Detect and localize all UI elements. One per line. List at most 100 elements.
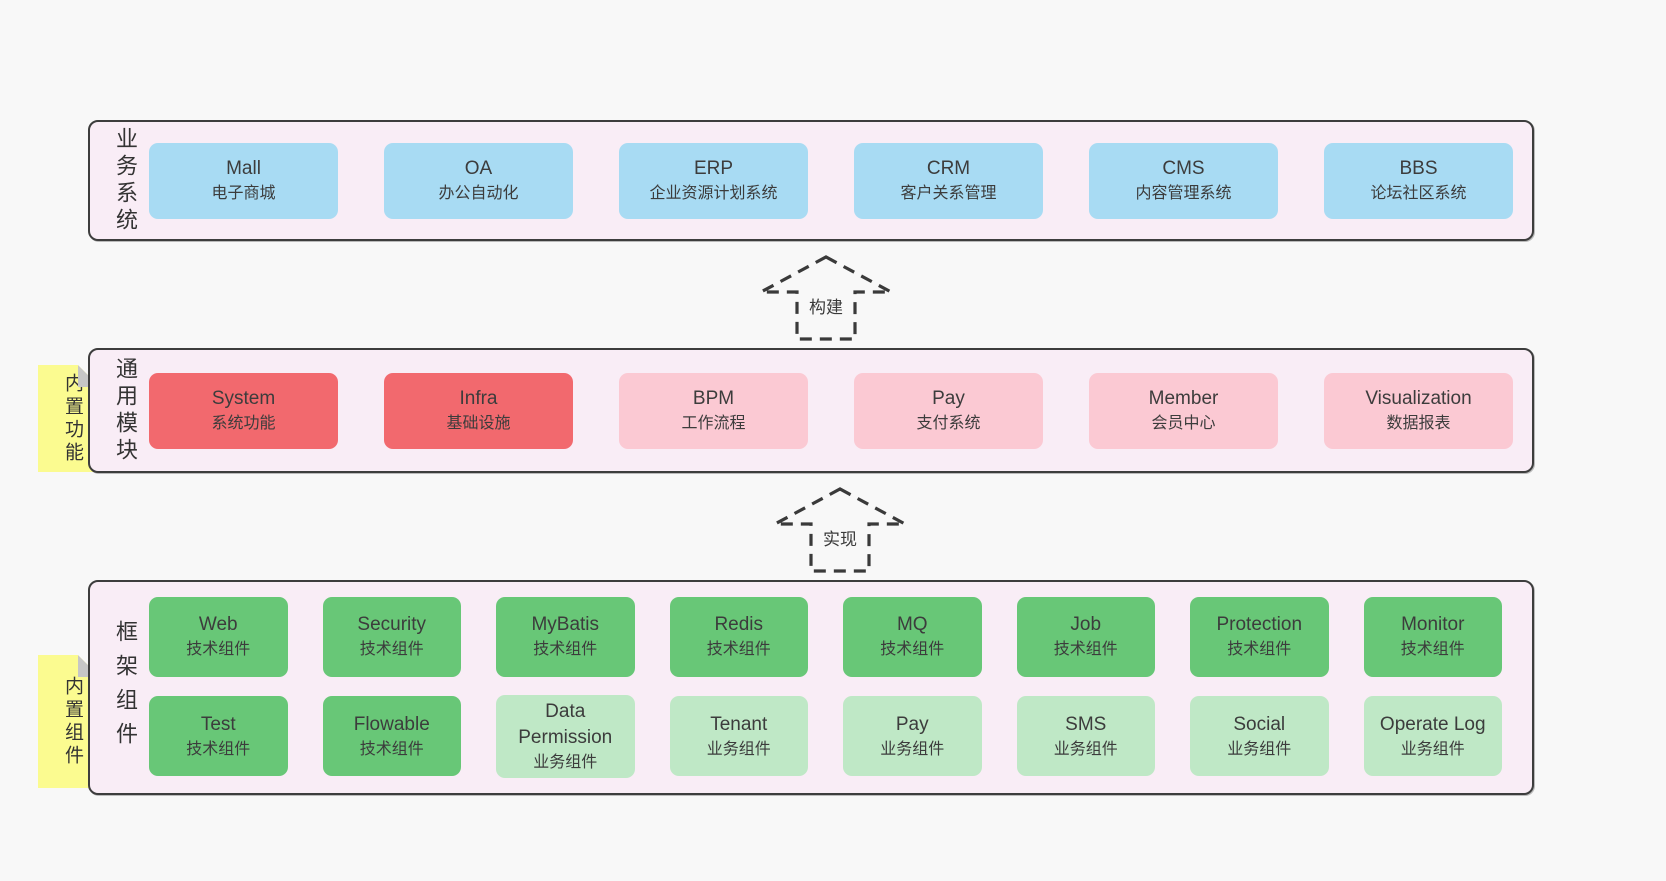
module-box-infra: Infra 基础设施 [384,372,573,449]
component-box-operate-log: Operate Log 业务组件 [1363,696,1502,777]
box-title: MQ [896,614,928,636]
box-title: Member [1148,388,1219,409]
framework-row-1: Web 技术组件 Security 技术组件 MyBatis 技术组件 Redi… [149,596,1502,677]
implement-arrow-label: 实现 [819,524,861,551]
framework-row-2: Test 技术组件 Flowable 技术组件 Data Permission … [149,694,1502,779]
box-title: System [211,388,276,409]
box-title: Test [200,713,236,735]
common-modules-panel: 通用模块 System 系统功能 Infra 基础设施 BPM 工作流程 Pay… [88,348,1534,473]
box-subtitle: 支付系统 [916,414,981,432]
box-subtitle: 基础设施 [446,414,511,432]
module-box-member: Member 会员中心 [1089,372,1278,449]
system-box-oa: OA 办公自动化 [384,142,573,219]
box-title: Infra [459,388,498,409]
component-box-flowable: Flowable 技术组件 [322,696,461,777]
box-title: Security [357,614,427,636]
builtin-components-tab-label: 内置组件 [62,675,83,768]
box-title: CRM [926,158,971,179]
framework-components-panel: 框架组件 Web 技术组件 Security 技术组件 MyBatis 技术组件… [88,580,1534,795]
framework-components-rows: Web 技术组件 Security 技术组件 MyBatis 技术组件 Redi… [145,596,1532,779]
box-title: Social [1233,713,1286,735]
box-title: Visualization [1365,388,1472,409]
component-box-test: Test 技术组件 [149,696,288,777]
framework-components-label: 框架组件 [113,619,138,756]
box-title: Monitor [1401,614,1465,636]
box-subtitle: 技术组件 [533,640,598,658]
box-subtitle: 业务组件 [533,753,598,771]
box-title: ERP [693,158,734,179]
component-box-data-permission: Data Permission 业务组件 [496,694,635,779]
build-arrow-label: 构建 [805,292,847,319]
module-box-visualization: Visualization 数据报表 [1324,372,1513,449]
component-box-sms: SMS 业务组件 [1016,696,1155,777]
box-subtitle: 客户关系管理 [900,184,997,202]
module-box-bpm: BPM 工作流程 [619,372,808,449]
business-systems-section: 业务系统 Mall 电子商城 OA 办公自动化 ERP 企业资源计划系统 CRM… [88,120,1534,241]
component-box-mybatis: MyBatis 技术组件 [496,596,635,677]
box-subtitle: 业务组件 [880,740,945,758]
box-subtitle: 企业资源计划系统 [649,184,778,202]
box-subtitle: 技术组件 [359,640,424,658]
up-arrow-icon [760,255,892,341]
component-box-social: Social 业务组件 [1190,696,1329,777]
system-box-erp: ERP 企业资源计划系统 [619,142,808,219]
box-title: Protection [1216,614,1303,636]
box-subtitle: 技术组件 [359,740,424,758]
box-subtitle: 电子商城 [211,184,276,202]
box-subtitle: 技术组件 [880,640,945,658]
component-box-pay: Pay 业务组件 [843,696,982,777]
box-subtitle: 技术组件 [1400,640,1465,658]
box-subtitle: 论坛社区系统 [1370,184,1467,202]
common-modules-label: 通用模块 [113,356,138,465]
component-box-security: Security 技术组件 [322,596,461,677]
system-box-mall: Mall 电子商城 [149,142,338,219]
box-subtitle: 技术组件 [1053,640,1118,658]
common-modules-row: System 系统功能 Infra 基础设施 BPM 工作流程 Pay 支付系统… [145,372,1532,449]
box-title: OA [464,158,493,179]
build-arrow: 构建 [756,254,896,342]
component-box-protection: Protection 技术组件 [1190,596,1329,677]
module-box-pay: Pay 支付系统 [854,372,1043,449]
box-subtitle: 技术组件 [706,640,771,658]
component-box-monitor: Monitor 技术组件 [1363,596,1502,677]
box-title: SMS [1065,713,1107,735]
module-box-system: System 系统功能 [149,372,338,449]
box-title: Pay [932,388,965,409]
box-subtitle: 业务组件 [1053,740,1118,758]
implement-arrow: 实现 [770,486,910,574]
box-subtitle: 技术组件 [186,740,251,758]
box-title: CMS [1162,158,1205,179]
box-title: Tenant [710,713,768,735]
box-title: Flowable [353,713,430,735]
box-title: Mall [226,158,261,179]
business-systems-row: Mall 电子商城 OA 办公自动化 ERP 企业资源计划系统 CRM 客户关系… [145,142,1532,219]
box-subtitle: 内容管理系统 [1135,184,1232,202]
box-title: BBS [1399,158,1438,179]
component-box-job: Job 技术组件 [1016,596,1155,677]
box-title: Operate Log [1379,713,1486,735]
box-title: Data Permission [518,700,613,749]
box-subtitle: 工作流程 [681,414,746,432]
common-modules-section: 内置功能 通用模块 System 系统功能 Infra 基础设施 BPM 工作流… [88,348,1534,473]
box-subtitle: 业务组件 [1227,740,1292,758]
box-title: BPM [692,388,735,409]
box-title: Redis [714,614,764,636]
box-subtitle: 技术组件 [186,640,251,658]
box-subtitle: 系统功能 [211,414,276,432]
box-subtitle: 会员中心 [1151,414,1216,432]
box-title: Web [198,614,238,636]
system-box-cms: CMS 内容管理系统 [1089,142,1278,219]
framework-components-section: 内置组件 框架组件 Web 技术组件 Security 技术组件 MyBatis… [88,580,1534,795]
up-arrow-icon [774,487,906,573]
box-subtitle: 技术组件 [1227,640,1292,658]
component-box-web: Web 技术组件 [149,596,288,677]
component-box-mq: MQ 技术组件 [843,596,982,677]
business-systems-panel: 业务系统 Mall 电子商城 OA 办公自动化 ERP 企业资源计划系统 CRM… [88,120,1534,241]
component-box-tenant: Tenant 业务组件 [669,696,808,777]
box-subtitle: 办公自动化 [438,184,519,202]
system-box-bbs: BBS 论坛社区系统 [1324,142,1513,219]
system-box-crm: CRM 客户关系管理 [854,142,1043,219]
box-title: Pay [895,713,929,735]
box-title: MyBatis [531,614,600,636]
